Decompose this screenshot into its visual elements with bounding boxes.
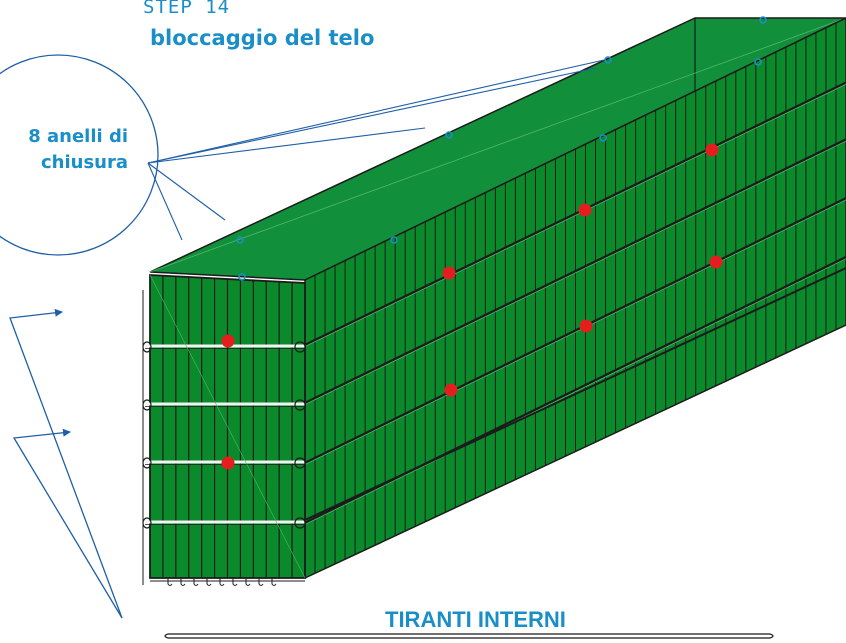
hook xyxy=(245,578,251,586)
arrow-line xyxy=(12,428,123,619)
internal-ties-label: TIRANTI INTERNI xyxy=(385,607,566,632)
closing-ring xyxy=(390,236,398,244)
red-marker xyxy=(578,203,592,217)
top-face-diagonal xyxy=(149,17,846,273)
front-mesh-verticals xyxy=(162,275,293,578)
mesh-rod-highlight xyxy=(304,199,846,465)
step-number: STEP 14 xyxy=(143,0,231,18)
callout-leaders xyxy=(147,59,605,241)
hook xyxy=(206,578,212,586)
step-title: bloccaggio del telo xyxy=(150,26,375,50)
side-mesh-verticals xyxy=(314,22,837,574)
closing-ring xyxy=(238,273,246,281)
box-top-face xyxy=(149,17,846,281)
hook xyxy=(193,578,199,586)
mesh-rod xyxy=(304,267,846,521)
leader-line xyxy=(147,162,226,221)
leader-line xyxy=(147,59,605,164)
mesh-rod xyxy=(304,81,846,347)
internal-tie-markers xyxy=(221,143,723,470)
red-marker xyxy=(705,143,719,157)
red-marker xyxy=(709,255,723,269)
side-mesh-rods xyxy=(304,81,846,525)
callout-label-line1: 8 anelli di xyxy=(28,126,128,147)
leader-line xyxy=(147,127,426,164)
hook xyxy=(180,578,186,586)
mesh-rod-highlight xyxy=(304,140,846,405)
mesh-rod-highlight xyxy=(304,83,846,347)
closing-ring xyxy=(599,134,607,142)
mesh-rod xyxy=(304,197,846,465)
front-face-diagonal xyxy=(149,274,306,579)
tie-arrows xyxy=(9,308,123,619)
hook xyxy=(219,578,225,586)
callout-label: 8 anelli di chiusura xyxy=(0,124,128,176)
red-marker xyxy=(579,319,593,333)
closing-rings xyxy=(236,16,767,281)
tie-rod xyxy=(164,633,774,639)
closing-ring xyxy=(445,131,453,139)
red-marker xyxy=(442,266,456,280)
closing-ring xyxy=(604,56,612,64)
red-marker xyxy=(444,383,458,397)
red-marker xyxy=(221,456,235,470)
mesh-rod-highlight xyxy=(304,258,846,525)
leader-line xyxy=(147,67,597,164)
wire-loop xyxy=(294,341,306,353)
wire-loop xyxy=(294,457,306,469)
hook xyxy=(258,578,264,586)
red-marker xyxy=(221,334,235,348)
arrow-line xyxy=(9,308,123,619)
wire-loop xyxy=(294,517,306,529)
closing-ring xyxy=(759,16,767,24)
leader-line xyxy=(147,162,183,241)
callout-label-line2: chiusura xyxy=(40,152,128,173)
callout-circle xyxy=(0,54,159,256)
closing-ring xyxy=(754,58,762,66)
hook xyxy=(271,578,277,586)
bottom-edge-hooks xyxy=(150,578,305,586)
closing-ring xyxy=(236,236,244,244)
hook xyxy=(232,578,238,586)
hook xyxy=(167,578,173,586)
mesh-rod xyxy=(304,138,846,405)
wire-loop xyxy=(294,399,306,411)
